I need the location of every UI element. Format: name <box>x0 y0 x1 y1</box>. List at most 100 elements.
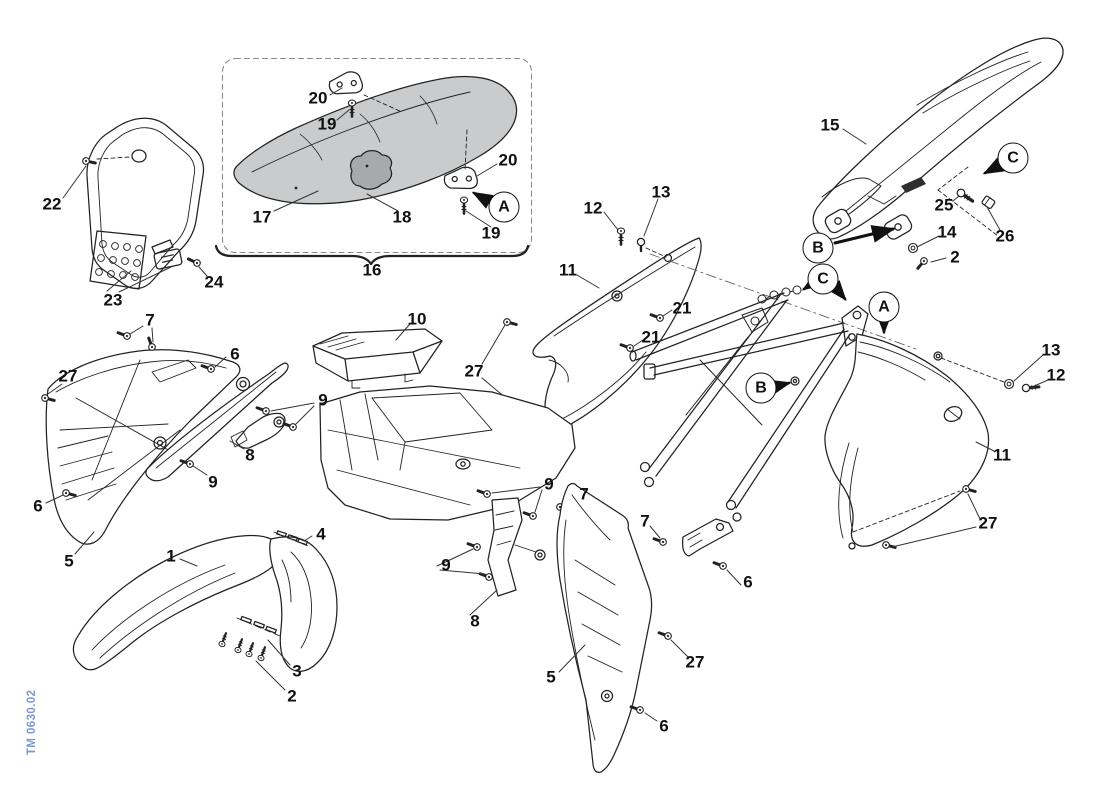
part-callout-9: 9 <box>318 390 328 410</box>
spacer-26 <box>981 195 996 209</box>
strip-4 <box>273 530 309 547</box>
bolt-12-left <box>616 226 626 246</box>
washer-14 <box>907 242 919 254</box>
part-callout-5: 5 <box>546 667 556 687</box>
seat-bracket-20-right <box>443 166 478 190</box>
part-callout-27: 27 <box>464 361 484 381</box>
part-callout-27: 27 <box>685 652 705 672</box>
seat-17 <box>233 75 518 205</box>
part-callout-6: 6 <box>659 716 669 736</box>
part-callout-18: 18 <box>392 207 412 227</box>
seat-bracket-20-left <box>328 71 363 95</box>
view-callout-C: C <box>997 142 1029 174</box>
screw-2-rear <box>913 254 931 272</box>
screw-27-d <box>880 539 898 553</box>
part-callout-2: 2 <box>950 247 960 267</box>
part-callout-15: 15 <box>820 115 840 135</box>
part-callout-12: 12 <box>583 198 603 218</box>
bolt-2-d <box>256 645 269 663</box>
part-callout-26: 26 <box>995 226 1015 246</box>
rivet-13-left <box>636 237 646 253</box>
part-callout-19: 19 <box>317 114 337 134</box>
bolt-2-a <box>217 631 230 649</box>
part-callout-24: 24 <box>204 272 224 292</box>
part-callout-20: 20 <box>308 88 328 108</box>
screw-27-f <box>656 628 674 642</box>
part-callout-27: 27 <box>58 366 78 386</box>
part-callout-13: 13 <box>1041 340 1061 360</box>
view-callout-B: B <box>802 232 834 264</box>
bolt-2-b <box>233 637 246 655</box>
part-callout-2: 2 <box>287 686 297 706</box>
airbox-cover-10 <box>312 323 443 389</box>
seat-patch-18 <box>349 150 393 190</box>
part-callout-6: 6 <box>33 496 43 516</box>
spear-panel <box>145 362 289 482</box>
front-fender-1 <box>72 530 338 691</box>
screw-24 <box>185 254 203 269</box>
brace-16 <box>214 244 530 266</box>
strip-3 <box>236 615 281 637</box>
part-callout-27: 27 <box>978 513 998 533</box>
part-callout-11: 11 <box>993 445 1011 465</box>
part-callout-14: 14 <box>937 222 957 242</box>
view-callout-A: A <box>868 291 900 323</box>
part-callout-1: 1 <box>166 546 176 566</box>
arrow-B-sub <box>769 379 792 395</box>
subframe <box>629 253 917 522</box>
part-callout-10: 10 <box>407 309 427 329</box>
bracket-8-left <box>230 412 286 449</box>
view-callout-A: A <box>488 191 520 223</box>
part-callout-7: 7 <box>579 484 589 504</box>
screw-9-a <box>254 403 272 417</box>
bolt-12-right <box>1021 383 1041 393</box>
part-callout-17: 17 <box>252 207 272 227</box>
part-callout-22: 22 <box>42 194 62 214</box>
part-callout-16: 16 <box>362 260 382 280</box>
screw-6-d <box>711 558 729 572</box>
arrow-B-fender <box>833 225 896 245</box>
view-callout-C: C <box>807 263 839 295</box>
rear-fender-15 <box>812 37 1064 272</box>
part-callout-8: 8 <box>470 611 480 631</box>
radiator-shroud-5-left <box>39 325 315 555</box>
bolt-2-c <box>244 641 257 659</box>
part-callout-12: 12 <box>1046 365 1066 385</box>
document-code: TM 0630.02 <box>26 689 38 755</box>
part-callout-6: 6 <box>230 344 240 364</box>
seat-assembly-box <box>214 57 533 266</box>
side-panel-11-left <box>481 198 702 431</box>
part-callout-7: 7 <box>145 310 155 330</box>
part-callout-11: 11 <box>559 260 577 280</box>
part-callout-21: 21 <box>641 327 661 347</box>
part-callout-4: 4 <box>316 524 326 544</box>
part-callout-13: 13 <box>651 182 671 202</box>
arrow-C-fender <box>982 157 1005 175</box>
front-number-plate <box>62 117 208 293</box>
part-callout-23: 23 <box>103 290 123 310</box>
part-callout-3: 3 <box>292 661 302 681</box>
part-callout-19: 19 <box>481 223 501 243</box>
screw-7-a <box>115 328 133 342</box>
part-callout-25: 25 <box>934 195 954 215</box>
radiator-shroud-5-right <box>556 482 689 773</box>
side-panel-11-right <box>824 333 1049 553</box>
screw-7-d <box>651 534 669 548</box>
part-callout-21: 21 <box>672 298 692 318</box>
part-callout-9: 9 <box>441 555 451 575</box>
bracket-8-bottom <box>436 486 578 616</box>
flat-panel-bottom-right <box>649 518 742 586</box>
arrow-A-seat <box>471 191 494 209</box>
part-callout-8: 8 <box>245 445 255 465</box>
part-callout-6: 6 <box>743 572 753 592</box>
part-callout-9: 9 <box>208 472 218 492</box>
arrow-C-sub-2 <box>827 279 847 302</box>
screw-9-f <box>465 539 483 553</box>
washer-13-right <box>1003 378 1015 390</box>
screw-27-a <box>501 316 519 330</box>
screw-27-c <box>960 483 978 497</box>
part-callout-20: 20 <box>498 150 518 170</box>
screw-7-b <box>144 335 158 353</box>
